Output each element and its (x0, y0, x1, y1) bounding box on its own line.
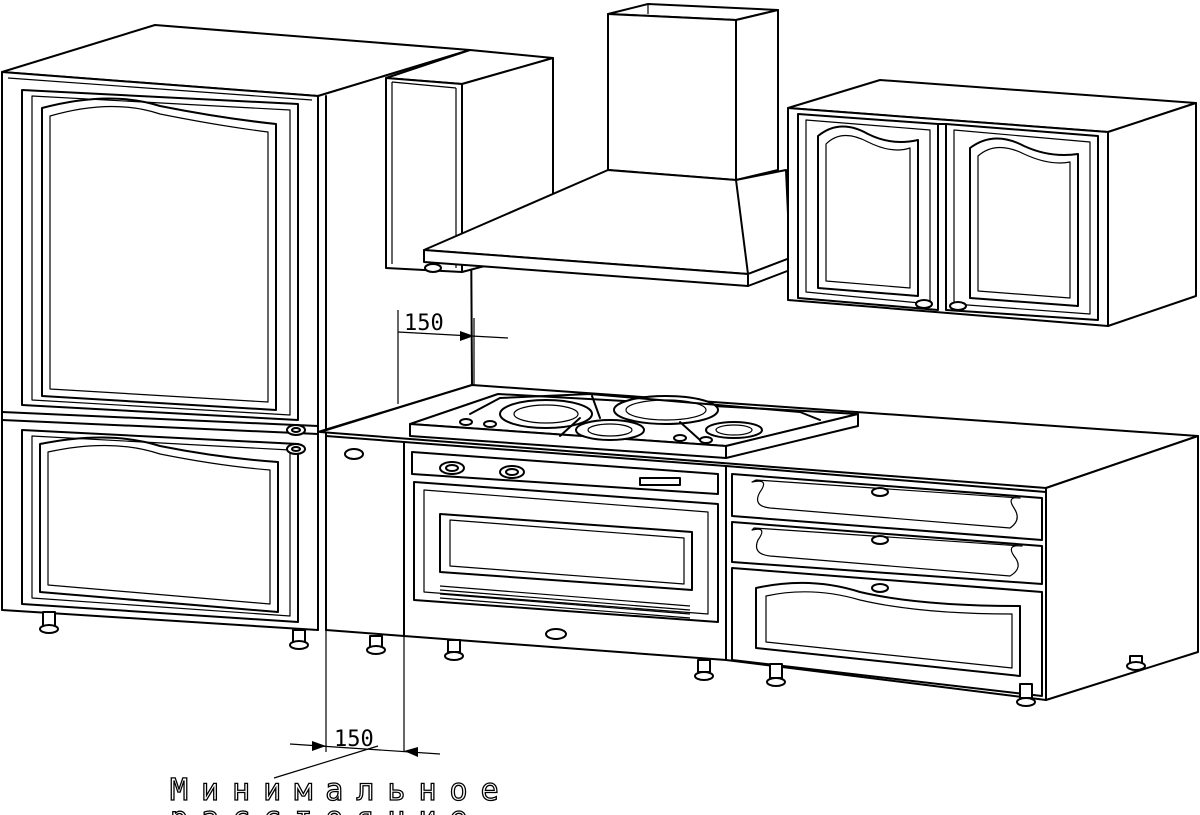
oven (403, 441, 727, 681)
narrow-base-handle (344, 448, 364, 460)
tall-cabinet-handles (286, 424, 306, 455)
burner-4 (705, 421, 763, 439)
narrow-wall-cabinet (385, 49, 554, 273)
cooktop-knob-1 (459, 418, 473, 426)
note-line-2: расстояние (170, 801, 481, 815)
tall-cabinet-upper-door (21, 89, 299, 421)
narrow-base-cabinet (325, 435, 405, 655)
drawer-3-handle (871, 583, 889, 593)
double-wall-cabinet (787, 79, 1197, 327)
burner-1 (499, 399, 593, 429)
note-line-1: Минимальное (170, 773, 512, 808)
dimension-top: 150 (397, 310, 509, 404)
drawer-unit (725, 465, 1146, 707)
tall-cabinet (1, 24, 473, 650)
drawer-2-handle (871, 535, 889, 545)
burner-3 (575, 419, 645, 441)
tall-cabinet-legs (39, 611, 309, 650)
dimension-top-label: 150 (404, 311, 444, 336)
oven-vent (439, 585, 691, 619)
cooktop-knob-2 (483, 420, 497, 428)
tall-cabinet-lower-door (21, 429, 299, 623)
base-counter (319, 384, 1199, 707)
wall-cabinet-handle-left (915, 299, 933, 309)
oven-display (639, 477, 681, 486)
note-leader-line (273, 745, 379, 779)
wall-cabinet-left-door (797, 113, 939, 311)
narrow-cabinet-handle (424, 263, 442, 273)
wall-cabinet-right-door (945, 123, 1099, 321)
oven-handle (545, 628, 567, 640)
drawer-1-handle (871, 487, 889, 497)
cooktop-knob-3 (673, 434, 687, 442)
dimension-bottom: 150 (289, 630, 441, 757)
cooktop-knob-4 (699, 436, 713, 444)
wall-cabinet-handle-right (949, 301, 967, 311)
cooktop (409, 393, 859, 459)
dimension-bottom-label: 150 (334, 727, 374, 752)
range-hood (423, 3, 791, 287)
